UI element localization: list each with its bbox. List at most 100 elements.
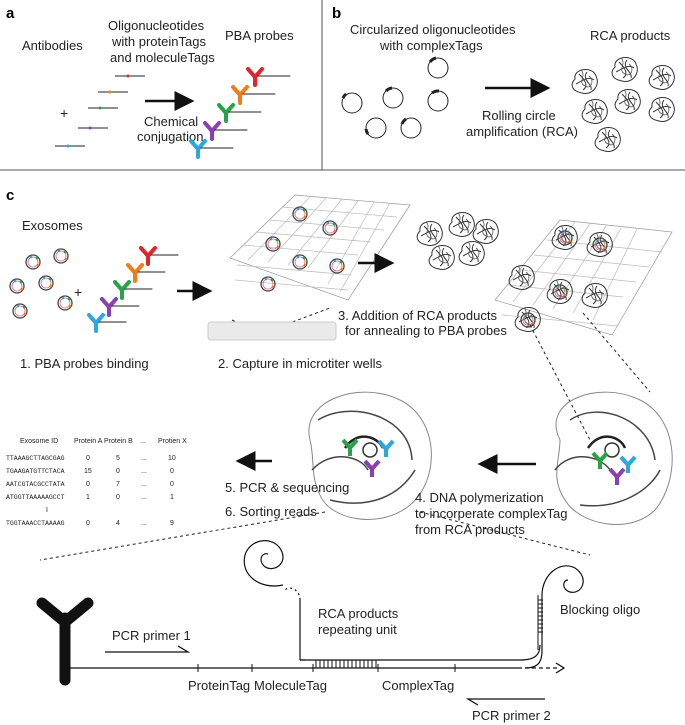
table-cell: 9 [170,520,174,527]
microtiter-plate [207,321,337,341]
table-row-ellipsis: I [46,507,48,514]
complex-tag-label: ComplexTag [382,678,454,693]
step3-label-1: 3. Addition of RCA products [338,308,497,323]
results-table: Exosome ID Protein A Protein B ... Proti… [6,438,187,527]
table-cell: 0 [116,468,120,475]
table-cell: 0 [170,468,174,475]
table-cell: ATGGTTAAAAAGCCT [6,494,65,501]
table-row: ATGGTTAAAAAGCCT 1 0 ... 1 [6,494,174,501]
pcr-primer1-label: PCR primer 1 [112,628,191,643]
exosomes-label: Exosomes [22,218,83,233]
panel-b: b Circularized oligonucleotides with com… [332,5,675,153]
captured-exosomes [260,206,345,292]
table-cell: 0 [86,455,90,462]
step6-label: 6. Sorting reads [225,504,317,519]
table-cell: 0 [86,520,90,527]
pcr-primer1-arrow [105,645,191,653]
rca-products-label: RCA products [590,28,671,43]
rca-product-balls [571,57,675,153]
blocking-oligo-label: Blocking oligo [560,602,640,617]
protein-tag-label: ProteinTag [188,678,250,693]
antibodies-label: Antibodies [22,38,83,53]
molecule-tag-label: MoleculeTag [254,678,327,693]
oligo-label-3: and moleculeTags [110,50,215,65]
table-row: TGAAGATGTTCTACA 15 0 ... 0 [6,468,174,475]
table-cell: AATCGTACGCCTATA [6,481,65,488]
spiral-left [243,540,284,587]
pcr-primer2-label: PCR primer 2 [472,708,551,723]
oligo-strands [55,74,145,148]
circularized-label-2: with complexTags [379,38,483,53]
rca-products-c [416,212,499,271]
table-cell: TTAAAGCTTAGCGAG [6,455,65,462]
table-row: TGGTAAACCTAAAAG 0 4 ... 9 [6,520,174,527]
table-cell: 15 [84,468,92,475]
step4-label-3: from RCA products [415,522,525,537]
pba-probe-stack [189,67,291,159]
conjugation-label-1: Chemical [144,114,198,129]
table-cell: 0 [86,481,90,488]
table-cell: 4 [116,520,120,527]
rca-strand [299,600,543,669]
microtiter-grid [229,194,411,301]
blocking-oligo [537,595,543,650]
table-cell: 10 [168,455,176,462]
panel-c-letter: c [6,187,14,204]
microtiter-grid-annealed [494,219,673,336]
table-cell: ... [141,494,147,501]
step2-label: 2. Capture in microtiter wells [218,356,382,371]
panel-a-letter: a [6,5,15,22]
table-header-protein-b: Protein B [104,438,133,445]
complex-zoom-right [554,391,673,525]
table-cell: ... [141,481,147,488]
zoom-lines-right [529,312,651,441]
rca-label-1: Rolling circle [482,108,556,123]
step4-label-1: 4. DNA polymerization [415,490,544,505]
table-row: TTAAAGCTTAGCGAG 0 5 ... 10 [6,455,176,462]
table-header-exosome-id: Exosome ID [20,438,58,445]
table-cell: TGAAGATGTTCTACA [6,468,65,475]
construct-diagram [36,540,584,706]
exosomes [9,248,73,319]
panel-a: a Antibodies Oligonucleotides with prote… [6,5,294,159]
table-row: AATCGTACGCCTATA 0 7 ... 0 [6,481,174,488]
circular-oligos [341,56,449,139]
pcr-primer2-arrow [465,698,545,706]
plus-sign-c: + [74,284,82,300]
table-cell: 1 [86,494,90,501]
panel-c: c Exosomes + [6,187,673,723]
panel-b-letter: b [332,5,341,22]
zoom-lines-bottom [39,511,591,561]
table-cell: ... [141,468,147,475]
spiral-right [541,565,584,620]
table-cell: 7 [116,481,120,488]
pba-probe-stack-c [87,246,179,333]
step1-label: 1. PBA probes binding [20,356,149,371]
rca-label-2: amplification (RCA) [466,124,578,139]
table-header-protein-x: Protien X [158,438,187,445]
oligo-label-1: Oligonucleotides [108,18,205,33]
conjugation-label-2: conjugation [137,129,204,144]
antibody-large-icon [36,597,94,686]
table-cell: 5 [116,455,120,462]
rca-unit-label-2: repeating unit [318,622,397,637]
table-header-protein-a: Protein A [74,438,103,445]
rca-unit-label-1: RCA products [318,606,399,621]
circularized-label-1: Circularized oligonucleotides [350,22,516,37]
table-cell: 0 [116,494,120,501]
table-cell: 0 [170,481,174,488]
table-cell: ... [141,455,147,462]
step5-label: 5. PCR & sequencing [225,480,349,495]
table-cell: TGGTAAACCTAAAAG [6,520,65,527]
step3-label-2: for annealing to PBA probes [345,323,507,338]
pba-probes-label: PBA probes [225,28,294,43]
table-cell: 1 [170,494,174,501]
table-header-ellipsis: ... [140,438,146,445]
oligo-label-2: with proteinTags [111,34,206,49]
complex-zoom-left [308,391,432,520]
table-cell: ... [141,520,147,527]
step4-label-2: to incorperate complexTag [415,506,567,521]
plus-sign-a: + [60,105,68,121]
hybridization-region [313,659,378,668]
